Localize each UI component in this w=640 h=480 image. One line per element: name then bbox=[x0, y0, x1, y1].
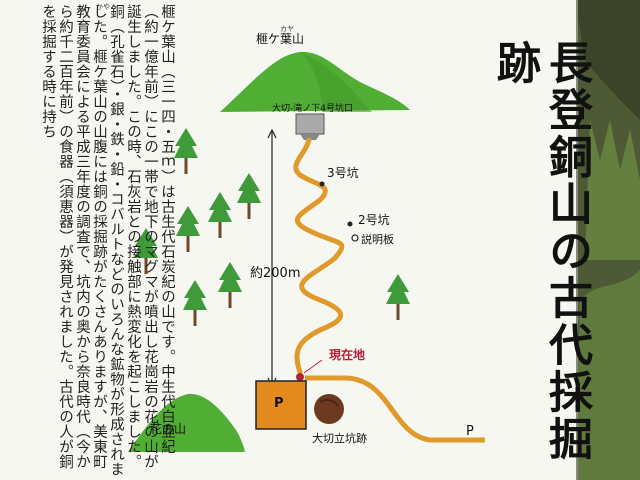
road bbox=[305, 375, 485, 443]
info-board-label: 説明板 bbox=[361, 233, 394, 246]
tunnel-entrance-marker bbox=[295, 113, 325, 135]
distance-label: 約200m bbox=[250, 266, 301, 281]
sign-title: 長登銅山の古代採掘跡 bbox=[489, 40, 592, 463]
pit3-label: 3号坑 bbox=[327, 166, 359, 180]
trail-path bbox=[293, 137, 345, 375]
body-furigana: かや bbox=[96, 3, 110, 11]
sign-body-text: 榧ケ葉山（三一四・五ｍ）は古生代石炭紀の山です。中生代白亜紀（約一億年前）にこの… bbox=[40, 4, 175, 477]
tunnel-entrance-label: 大切-滝ノ下4号坑口 bbox=[272, 104, 353, 114]
shaft-label: 大切立坑跡 bbox=[312, 432, 367, 445]
mountain-kayagahayama bbox=[220, 51, 410, 112]
parking-lot bbox=[255, 380, 307, 430]
you-are-here-marker bbox=[296, 373, 304, 381]
parking-label-1: P bbox=[274, 396, 284, 411]
parking-label-2: P bbox=[466, 424, 474, 439]
pit2-label: 2号坑 bbox=[358, 213, 390, 227]
mountain-name-label: 榧ケ葉山 bbox=[256, 32, 305, 46]
mountain-furigana: カヤ bbox=[280, 25, 294, 33]
shaft-ruin-marker bbox=[314, 394, 344, 424]
mountain-hananoyama bbox=[128, 393, 245, 452]
you-are-here-label: 現在地 bbox=[329, 348, 366, 362]
hananoyama-label: 花の山 bbox=[150, 422, 187, 436]
tree-icons bbox=[134, 128, 410, 326]
